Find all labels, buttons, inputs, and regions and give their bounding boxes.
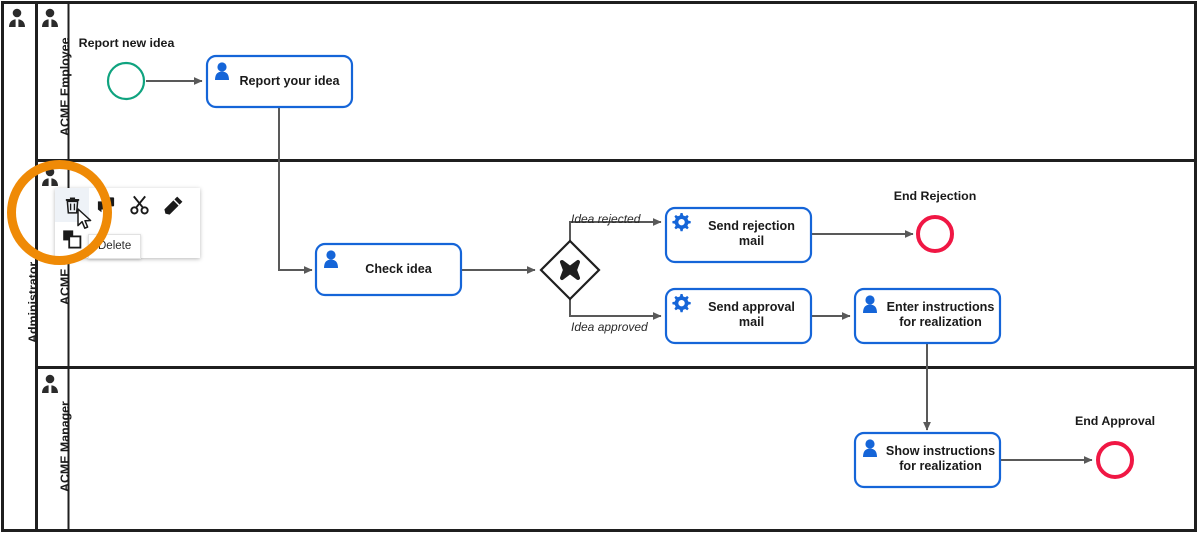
user-icon — [863, 295, 877, 313]
end-rejection-label: End Rejection — [893, 189, 977, 203]
flow-gateway-to-rejection — [569, 218, 662, 241]
scissors-icon — [130, 195, 149, 215]
gear-icon — [672, 294, 691, 313]
participant-icon — [42, 8, 58, 27]
participant-icon — [42, 374, 58, 393]
task-icons — [215, 62, 877, 457]
task-shapes — [205, 54, 1002, 489]
task-send-rejection-mail[interactable] — [664, 206, 813, 264]
lane-label-acme-manager: ACME Manager — [58, 401, 72, 492]
flow-report-to-check — [278, 107, 313, 274]
task-check-idea[interactable] — [314, 242, 463, 297]
task-enter-instructions[interactable] — [853, 287, 1002, 345]
exclusive-gateway-idea[interactable] — [539, 239, 601, 301]
user-icon — [324, 250, 338, 268]
user-icon — [215, 62, 229, 80]
sequence-flows — [146, 77, 1093, 464]
end-event-end-rejection[interactable] — [916, 215, 954, 253]
pool-label-administrator: Administrator — [26, 261, 40, 343]
end-event-end-approval[interactable] — [1096, 441, 1134, 479]
flow-label-idea-rejected: Idea rejected — [571, 212, 641, 226]
highlight-ring — [7, 160, 112, 265]
start-event-label: Report new idea — [78, 36, 175, 50]
task-send-approval-mail[interactable] — [664, 287, 813, 345]
flow-gateway-to-approval — [569, 299, 662, 320]
gateway-x-marker — [560, 260, 580, 280]
task-show-instructions[interactable] — [853, 431, 1002, 489]
user-icon — [863, 439, 877, 457]
lane-label-acme-employee: ACME Employee — [58, 37, 72, 136]
participant-icon — [9, 8, 25, 27]
start-event-report-new-idea[interactable] — [106, 61, 146, 101]
set-color-button[interactable] — [157, 188, 191, 222]
marker-pen-icon — [164, 196, 183, 215]
flow-label-idea-approved: Idea approved — [571, 320, 648, 334]
task-report-your-idea[interactable] — [205, 54, 354, 109]
cut-button[interactable] — [123, 188, 157, 222]
end-approval-label: End Approval — [1074, 414, 1156, 428]
gear-icon — [672, 213, 691, 232]
